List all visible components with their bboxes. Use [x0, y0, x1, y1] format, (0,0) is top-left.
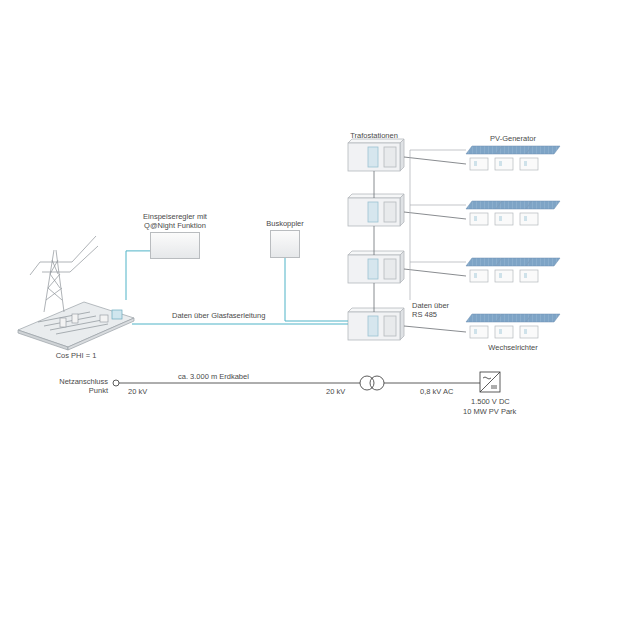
pv-arrays-part [466, 258, 560, 282]
bus-coupler: Buskoppler [270, 230, 300, 258]
pv-arrays-part [466, 146, 560, 170]
ac-cabling-part [374, 226, 375, 255]
substation-illustration-part-part [44, 316, 96, 326]
voltage-label: 20 kV [326, 387, 345, 396]
substation-illustration-part-part [30, 262, 40, 275]
ac-cabling-part [404, 157, 466, 164]
rs485-bus [410, 150, 466, 300]
node-heading: Buskoppler [266, 219, 304, 228]
fibre-data-line-part [285, 258, 348, 321]
transformer-stations-part [348, 251, 404, 283]
data-connector [126, 251, 150, 300]
feed-in-controller: Einspeiseregler mit Q@Night Funktion [150, 232, 200, 259]
transformer-stations-part-part [368, 147, 378, 167]
single-line-schematic-part [113, 380, 119, 386]
ac-cabling-part [374, 283, 375, 312]
pv-arrays [466, 146, 560, 338]
substation-illustration-part [100, 315, 108, 322]
single-line-schematic-part [119, 383, 360, 384]
voltage-label: 20 kV [128, 387, 147, 396]
node-heading: PV-Generator [490, 134, 536, 143]
ac-cabling-part [404, 212, 466, 219]
transformer-stations-part-part [384, 147, 396, 167]
substation-illustration-part [18, 302, 134, 347]
fibre-data-line-part [132, 324, 348, 325]
transformer-stations-part [348, 139, 404, 171]
ac-cabling-part [404, 326, 466, 332]
substation-illustration-part [38, 312, 108, 334]
single-line-schematic-part [480, 372, 500, 392]
grid-point-label: Netzanschluss Punkt [56, 377, 108, 395]
park-rating-label: 10 MW PV Park [463, 407, 516, 416]
cable-label: ca. 3.000 m Erdkabel [178, 372, 249, 381]
substation-illustration-part-part [40, 262, 72, 263]
substation-illustration-part [72, 314, 78, 323]
single-line-schematic-part [370, 376, 384, 390]
ac-cabling-part [374, 171, 375, 198]
substation-illustration-part-part [46, 288, 62, 300]
substation-illustration-part-part [48, 274, 60, 288]
transformer-stations [348, 139, 404, 340]
transformer-station: Trafostationen [348, 143, 400, 171]
ac-cabling-part [404, 269, 466, 276]
substation-illustration-part-part [56, 250, 64, 312]
pv-generator: PV-Generator [466, 146, 560, 154]
single-line-schematic-part [483, 377, 491, 379]
transformer-stations-part [348, 308, 404, 340]
node-heading: Cos PHI = 1 [56, 351, 97, 360]
substation-illustration-part-part [70, 246, 98, 272]
substation-illustration-part-part [42, 272, 70, 273]
rs485-bus-part [410, 205, 466, 206]
substation-illustration [18, 236, 134, 350]
data-bus-label: Daten über RS 485 [412, 301, 456, 319]
transformer-stations-part-part [348, 143, 400, 171]
pv-arrays-part [466, 201, 560, 225]
substation-illustration-part [30, 236, 98, 312]
transformer-stations-part [348, 194, 404, 226]
inverter-row: Wechselrichter [466, 326, 560, 340]
node-heading: Trafostationen [350, 131, 398, 140]
rs485-bus-part [410, 150, 411, 300]
single-line-schematic-part [491, 388, 497, 389]
fibre-data-line [132, 258, 348, 324]
rs485-bus-part [410, 150, 466, 151]
substation: Cos PHI = 1 [20, 300, 132, 348]
dc-voltage-label: 1.500 V DC [471, 397, 510, 406]
single-line-schematic-part [384, 383, 480, 384]
substation-illustration-part-part [48, 288, 62, 300]
node-heading: Einspeiseregler mit Q@Night Funktion [134, 212, 216, 230]
ac-cabling [374, 157, 466, 332]
substation-illustration-part [112, 310, 122, 319]
single-line-schematic-part [491, 386, 497, 387]
single-line-schematic-part [480, 372, 500, 392]
voltage-label: 0,8 kV AC [420, 387, 453, 396]
rs485-bus-part [410, 262, 466, 263]
transformer-stations-part-part [400, 139, 404, 171]
substation-illustration-part-part [72, 236, 96, 262]
substation-illustration-part [60, 318, 66, 327]
node-heading: Wechselrichter [488, 343, 537, 352]
pv-arrays-part [466, 314, 560, 338]
data-link-label: Daten über Glasfaserleitung [172, 311, 265, 320]
substation-illustration-part-part [50, 274, 60, 288]
substation-illustration-part-part [44, 250, 54, 312]
